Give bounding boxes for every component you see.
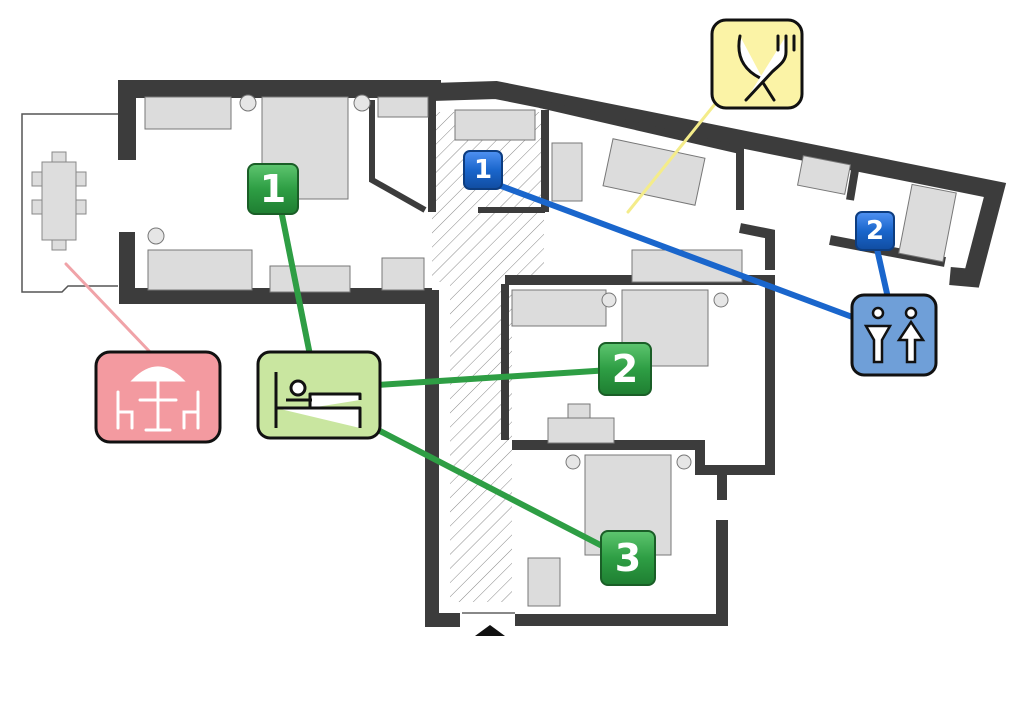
bedroom-2-label: 2	[611, 347, 639, 391]
bathroom-2-badge: 2	[855, 211, 895, 251]
furniture	[144, 94, 957, 607]
bathroom-1-label: 1	[473, 155, 493, 185]
bedroom-icon-box	[256, 350, 382, 440]
restroom-icon	[863, 306, 926, 364]
terrace-icon-box	[94, 350, 222, 444]
terrace-table	[31, 151, 87, 251]
terrace-area	[21, 113, 118, 293]
entrance-arrow-icon	[475, 625, 505, 636]
bathroom-icon-box	[850, 293, 938, 377]
bathroom-1-badge: 1	[463, 150, 503, 190]
bedroom-1-label: 1	[259, 167, 287, 211]
outdoor-table-umbrella-icon	[116, 366, 200, 432]
bed-icon	[274, 372, 362, 428]
bedroom-3-badge: 3	[600, 530, 656, 586]
bedroom-1-badge: 1	[247, 163, 299, 215]
kitchen-icon-box	[710, 18, 804, 110]
bedroom-3-label: 3	[614, 536, 642, 580]
bedroom-2-badge: 2	[598, 342, 652, 396]
bathroom-2-label: 2	[865, 216, 885, 246]
fork-knife-icon	[737, 34, 796, 102]
